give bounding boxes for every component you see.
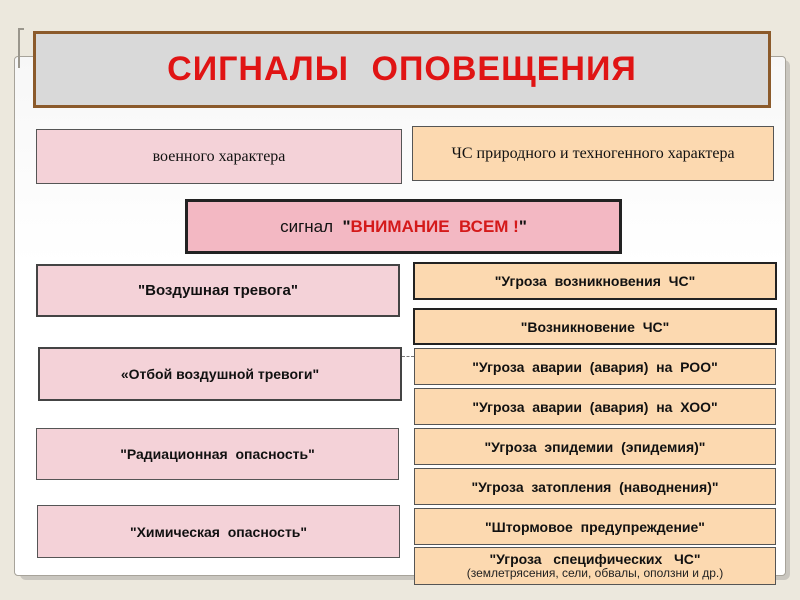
category-military: военного характера xyxy=(36,129,402,184)
left-signal-label: "Химическая опасность" xyxy=(129,523,308,540)
right-signal-label: "Угроза аварии (авария) на РОО" xyxy=(472,358,718,375)
right-signal-label: "Угроза затопления (наводнения)" xyxy=(471,478,719,495)
left-signal-label: «Отбой воздушной тревоги" xyxy=(120,366,320,382)
right-signal-label: "Угроза возникновения ЧС" xyxy=(494,273,696,289)
right-signal-label: "Угроза эпидемии (эпидемия)" xyxy=(484,438,706,455)
left-signal-item: "Химическая опасность" xyxy=(37,505,400,558)
right-signal-item: "Штормовое предупреждение" xyxy=(414,508,776,545)
signal-quote-open: " xyxy=(342,216,351,236)
right-signal-label: "Угроза аварии (авария) на ХОО" xyxy=(472,398,718,415)
right-signal-item: "Угроза аварии (авария) на РОО" xyxy=(414,348,776,385)
left-signal-item: «Отбой воздушной тревоги" xyxy=(38,347,402,401)
right-signal-label: "Возникновение ЧС" xyxy=(520,318,670,335)
left-signal-item: "Радиационная опасность" xyxy=(36,428,399,480)
category-military-label: военного характера xyxy=(152,147,286,165)
title-box: СИГНАЛЫ ОПОВЕЩЕНИЯ xyxy=(33,31,771,108)
category-natural-tech-label: ЧС природного и техногенного характера xyxy=(451,144,735,162)
right-signal-item: "Угроза возникновения ЧС" xyxy=(413,262,777,300)
connector-line xyxy=(402,356,414,357)
right-signal-label: "Штормовое предупреждение" xyxy=(485,518,705,535)
right-signal-item: "Угроза затопления (наводнения)" xyxy=(414,468,776,505)
right-signal-item: "Угроза эпидемии (эпидемия)" xyxy=(414,428,776,465)
right-signal-specific: "Угроза специфических ЧС" (землетрясения… xyxy=(414,547,776,585)
signal-attention-box: сигнал "ВНИМАНИЕ ВСЕМ !" xyxy=(185,199,622,254)
specific-signal-label: "Угроза специфических ЧС" xyxy=(489,551,701,568)
left-signal-label: "Радиационная опасность" xyxy=(120,446,315,462)
corner-mark xyxy=(18,28,24,68)
category-natural-tech: ЧС природного и техногенного характера xyxy=(412,126,774,181)
signal-quote-close: " xyxy=(518,216,527,236)
left-signal-label: "Воздушная тревога" xyxy=(138,282,298,299)
signal-highlight: ВНИМАНИЕ ВСЕМ ! xyxy=(350,216,519,236)
left-signal-item: "Воздушная тревога" xyxy=(36,264,400,317)
specific-signal-note: (землетрясения, сели, обвалы, оползни и … xyxy=(466,566,724,581)
signal-prefix: сигнал xyxy=(280,216,343,236)
right-signal-item: "Угроза аварии (авария) на ХОО" xyxy=(414,388,776,425)
page-title: СИГНАЛЫ ОПОВЕЩЕНИЯ xyxy=(167,50,637,88)
right-signal-item: "Возникновение ЧС" xyxy=(413,308,777,345)
